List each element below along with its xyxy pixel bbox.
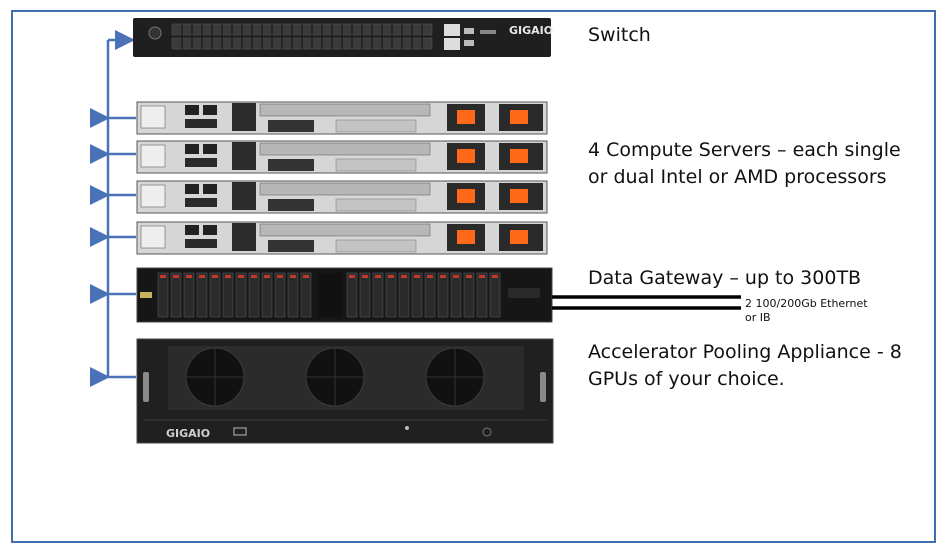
- accelerator-pooling-appliance: GIGAIO: [136, 338, 554, 444]
- compute-server-3: [136, 180, 548, 214]
- apa-logo-text: GIGAIO: [166, 427, 210, 440]
- data-gateway-label: Data Gateway – up to 300TB: [588, 267, 862, 289]
- connector-bus: [90, 30, 136, 387]
- gateway-link-cables: [552, 295, 741, 310]
- compute-server-2: [136, 140, 548, 174]
- switch-label: Switch: [588, 24, 651, 46]
- switch-device: GIGAIO: [133, 18, 553, 57]
- compute-servers-label-line2: or dual Intel or AMD processors: [588, 166, 887, 188]
- compute-server-1: [136, 101, 548, 135]
- ethernet-label-line1: 2 100/200Gb Ethernet: [745, 297, 868, 310]
- ethernet-label-line2: or IB: [745, 311, 771, 324]
- apa-label-line2: GPUs of your choice.: [588, 368, 785, 390]
- switch-logo-text: GIGAIO: [509, 24, 553, 37]
- apa-label-line1: Accelerator Pooling Appliance - 8: [588, 341, 902, 363]
- data-gateway-device: [136, 267, 553, 323]
- compute-server-4: [136, 221, 548, 255]
- compute-servers-label-line1: 4 Compute Servers – each single: [588, 139, 901, 161]
